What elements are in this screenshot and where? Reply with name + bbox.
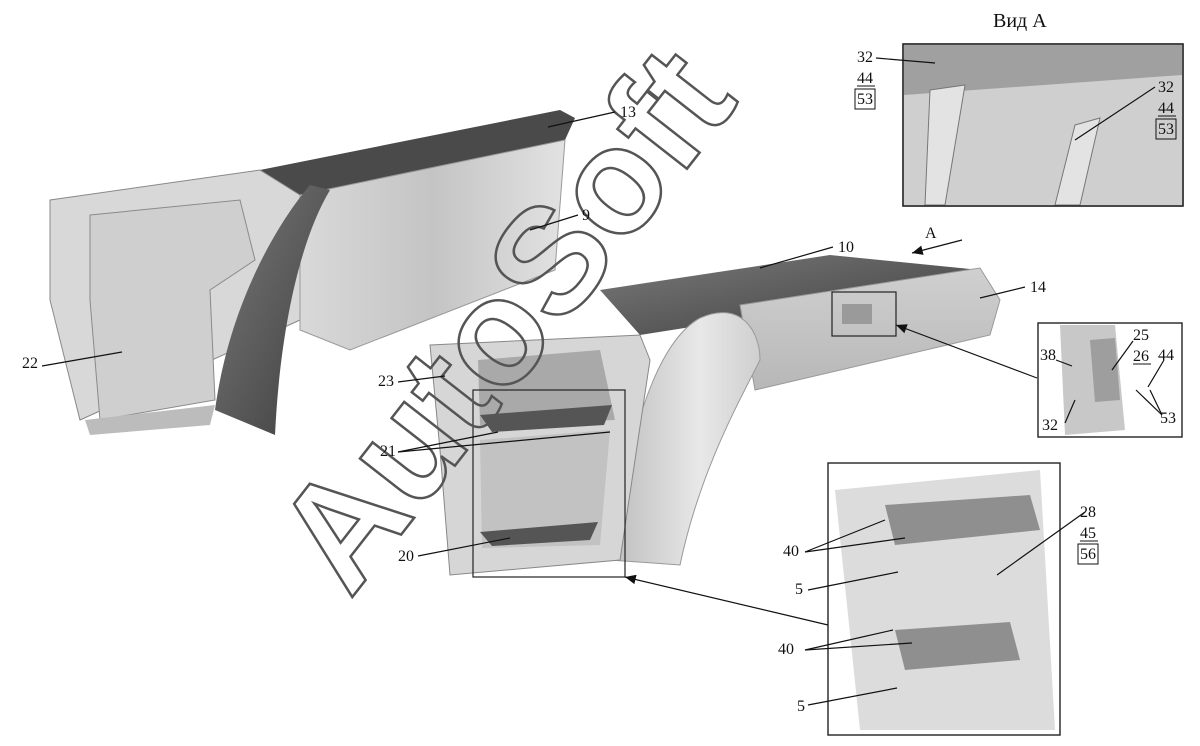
label-view-a-arrow: А — [925, 225, 937, 242]
label-sd-5a: 5 — [795, 581, 803, 598]
leader-va-32-left — [875, 57, 936, 64]
label-21: 21 — [380, 443, 396, 460]
leader-21b — [397, 431, 611, 453]
view-a-frame-border — [902, 43, 1184, 207]
label-md-38: 38 — [1040, 347, 1056, 364]
leader-md-53a — [1135, 389, 1163, 416]
leader-view-a-arrow — [911, 239, 963, 255]
leader-md-38 — [1055, 359, 1073, 367]
leader-sd-40a2 — [804, 537, 906, 553]
view-a-left-bracket — [924, 84, 966, 206]
label-22: 22 — [22, 355, 38, 372]
leader-10 — [759, 246, 834, 269]
leader-14 — [979, 286, 1026, 299]
view-a-right-bracket — [1054, 117, 1101, 206]
steps-detail-frame — [827, 462, 1061, 736]
steps-detail-window — [472, 389, 626, 578]
steps-detail-upper-step — [885, 495, 1040, 545]
label-23: 23 — [378, 373, 394, 390]
label-sd-45: 45 — [1080, 525, 1096, 542]
label-10: 10 — [838, 239, 854, 256]
lower-step-plate — [480, 522, 598, 546]
leader-21a — [397, 431, 499, 453]
label-va-left-44: 44 — [857, 70, 873, 87]
label-md-26: 26 — [1133, 348, 1149, 365]
label-20: 20 — [398, 548, 414, 565]
leader-va-32-right — [1074, 86, 1156, 141]
left-fender-assembly — [49, 110, 575, 435]
leader-sd-5b — [807, 687, 898, 706]
box-sd-56 — [1077, 543, 1099, 565]
leader-md-53b — [1149, 389, 1163, 416]
leader-md-25 — [1111, 340, 1134, 371]
leader-sd-28 — [996, 511, 1086, 576]
left-fender-bottom-flange — [85, 405, 215, 435]
label-9: 9 — [582, 207, 590, 224]
label-sd-40b: 40 — [778, 641, 794, 658]
left-fender-top-strip — [260, 110, 575, 195]
label-md-32: 32 — [1042, 417, 1058, 434]
steps-detail-inset — [827, 462, 1061, 736]
leader-23 — [397, 375, 446, 383]
leader-md-44 — [1147, 359, 1165, 388]
leader-sd-5a — [807, 571, 899, 591]
label-md-25: 25 — [1133, 327, 1149, 344]
right-fender-assembly — [429, 255, 1001, 578]
leader-to-mounting-inset — [895, 324, 1038, 379]
part-labels: 13 9 22 10 14 23 21 20 А 32 44 53 32 44 … — [22, 49, 1177, 715]
mounting-bracket-window — [831, 291, 897, 337]
leader-md-32 — [1064, 399, 1076, 424]
label-14: 14 — [1030, 279, 1046, 296]
mounting-detail-frame — [1037, 322, 1183, 438]
leader-22 — [41, 351, 123, 367]
mounting-detail-inset — [1037, 322, 1183, 438]
left-mudguard-block — [89, 199, 256, 421]
label-va-right-32: 32 — [1158, 79, 1174, 96]
leader-20 — [417, 537, 511, 557]
left-fender-arch — [215, 185, 330, 435]
leader-13 — [547, 111, 616, 128]
box-va-right-53 — [1155, 118, 1177, 140]
leader-9 — [529, 214, 579, 231]
label-sd-28: 28 — [1080, 504, 1096, 521]
label-va-right-53: 53 — [1158, 121, 1174, 138]
view-a-beam — [904, 45, 1182, 95]
steps-detail-panel — [835, 470, 1055, 730]
label-sd-40a: 40 — [783, 543, 799, 560]
box-va-left-53 — [854, 88, 876, 110]
label-va-right-44: 44 — [1158, 100, 1174, 117]
leader-sd-40b1 — [804, 629, 894, 651]
step-recess-lower — [480, 430, 610, 548]
view-a-title: Вид А — [993, 10, 1047, 32]
label-va-left-32: 32 — [857, 49, 873, 66]
left-fender-main-body — [299, 139, 566, 351]
bracket-plate — [842, 304, 872, 324]
label-md-53: 53 — [1160, 410, 1176, 427]
right-fender-side-panel — [739, 267, 1001, 391]
upper-step-plate — [480, 405, 612, 432]
step-recess-upper — [478, 350, 615, 425]
view-a-inset: Вид А — [902, 10, 1184, 207]
mounting-detail-plate — [1090, 338, 1120, 402]
leader-sd-40a1 — [804, 519, 886, 553]
leader-to-steps-inset — [624, 574, 829, 626]
right-fender-top-dark — [600, 255, 980, 335]
label-sd-5b: 5 — [797, 698, 805, 715]
leader-sd-40b2 — [804, 642, 913, 651]
leader-lines — [41, 57, 1165, 706]
label-13: 13 — [620, 104, 636, 121]
label-va-left-53: 53 — [857, 91, 873, 108]
label-sd-56: 56 — [1080, 546, 1096, 563]
label-md-44: 44 — [1158, 347, 1174, 364]
steps-detail-lower-step — [895, 622, 1020, 670]
